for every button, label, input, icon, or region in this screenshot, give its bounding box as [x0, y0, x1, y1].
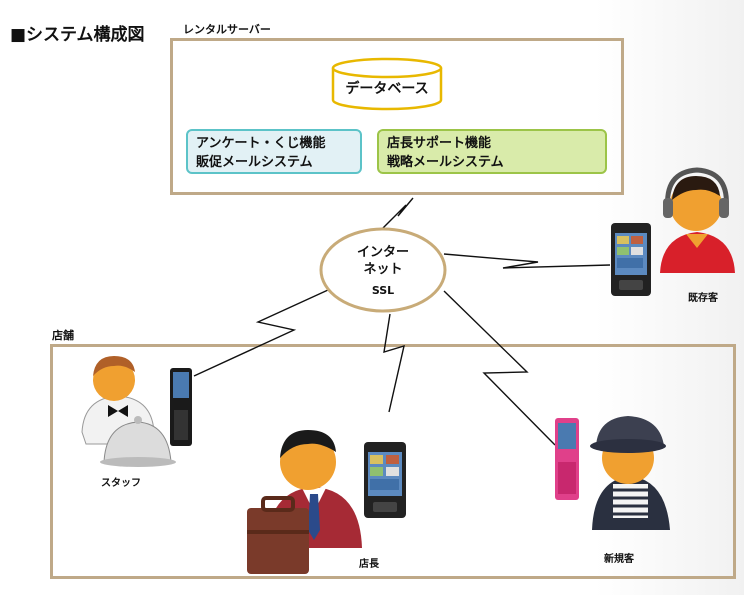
survey-lottery-system: アンケート・くじ機能 販促メールシステム: [186, 129, 362, 174]
link-internet-existing: [443, 253, 611, 269]
internet-line-1: インター: [356, 245, 409, 260]
existing-customer-label: 既存客: [688, 293, 718, 304]
link-internet-manager: [383, 313, 405, 413]
cloche-icon: [100, 416, 176, 467]
store-label: 店舗: [52, 329, 74, 342]
staff-figure: [81, 356, 155, 445]
briefcase-icon: [247, 496, 309, 574]
internet-label: インター ネット SSL: [320, 244, 446, 299]
system-right-line-2: 戦略メールシステム: [387, 155, 504, 170]
system-right-line-1: 店長サポート機能: [387, 136, 492, 151]
ssl-label: SSL: [371, 284, 395, 297]
cloud-icon: [319, 227, 447, 313]
server-label: レンタルサーバー: [183, 23, 271, 36]
database-label: データベース: [345, 81, 429, 97]
flip-phone-icon: [555, 418, 579, 500]
link-internet-new: [443, 290, 556, 446]
server-box: [170, 38, 624, 195]
new-customer-label: 新規客: [604, 554, 634, 565]
internet-line-2: ネット: [363, 262, 403, 277]
existing-customer-figure: [660, 167, 735, 273]
database-icon: [331, 57, 443, 111]
link-server-internet: [380, 197, 414, 231]
staff-label: スタッフ: [101, 478, 141, 489]
system-left-line-1: アンケート・くじ機能: [196, 136, 326, 151]
system-left-line-2: 販促メールシステム: [196, 155, 313, 170]
headset-icon: [665, 167, 729, 211]
page-title: ■システム構成図: [10, 25, 145, 45]
manager-support-system: 店長サポート機能 戦略メールシステム: [377, 129, 607, 174]
hat-icon: [590, 416, 666, 453]
link-internet-staff: [193, 289, 329, 377]
manager-label: 店長: [359, 559, 379, 570]
smartphone-icon: [364, 442, 406, 518]
smartphone-icon: [611, 223, 651, 296]
store-box: [50, 344, 736, 579]
flip-phone-icon: [170, 368, 192, 446]
